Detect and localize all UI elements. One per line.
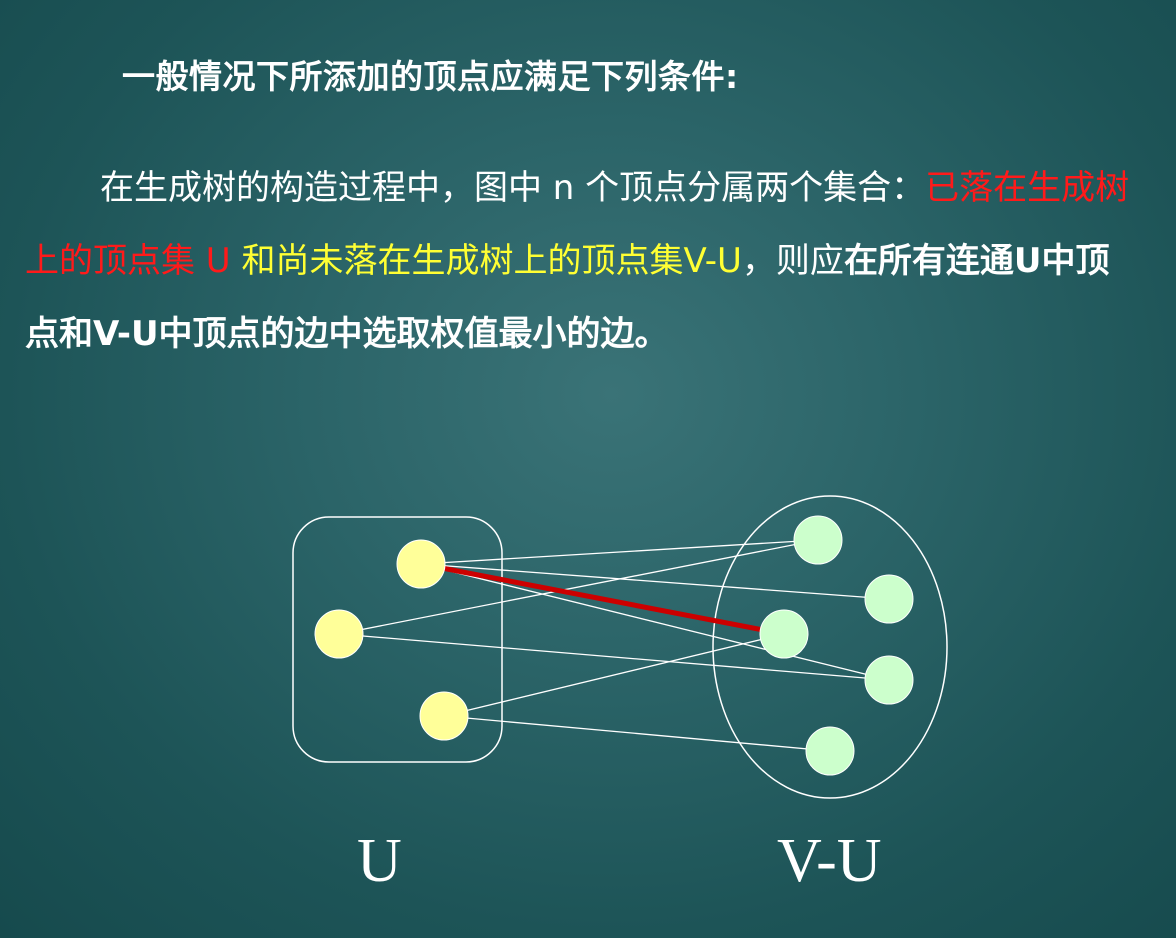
text-part-red: 已落在生成树上的顶点集 U xyxy=(25,168,1130,281)
edge-u3-v3 xyxy=(443,633,785,717)
nodes-layer xyxy=(314,515,914,776)
set-u-box xyxy=(292,516,503,763)
text-part-bold: 在所有连通U中顶点和V-U中顶点的边中选取权值最小的边。 xyxy=(25,241,1110,354)
set-vu-ellipse xyxy=(712,495,948,799)
vertex-u-u3 xyxy=(419,691,469,741)
vertex-vu-v4 xyxy=(864,655,914,705)
vertex-u-u2 xyxy=(314,609,364,659)
set-u-label: U xyxy=(357,827,402,895)
edge-u1-v4 xyxy=(420,563,890,681)
heading: 一般情况下所添加的顶点应满足下列条件: xyxy=(122,57,739,96)
min-weight-edge xyxy=(420,561,785,637)
vertex-vu-v5 xyxy=(805,726,855,776)
description-paragraph: 在生成树的构造过程中，图中 n 个顶点分属两个集合：已落在生成树上的顶点集 U … xyxy=(25,152,1135,371)
edge-u2-v1 xyxy=(338,539,819,635)
edges-layer xyxy=(338,539,890,752)
vertex-vu-v3 xyxy=(759,609,809,659)
vertex-u-u1 xyxy=(396,539,446,589)
edge-u2-v4 xyxy=(338,633,890,681)
text-part-yellow: 和尚未落在生成树上的顶点集V-U xyxy=(241,241,742,281)
set-vu-label: V-U xyxy=(777,827,882,895)
vertex-vu-v1 xyxy=(793,515,843,565)
edge-u3-v5 xyxy=(443,715,831,752)
edge-u1-v1 xyxy=(420,539,819,565)
text-part-white: 在生成树的构造过程中，图中 n 个顶点分属两个集合： xyxy=(100,168,926,208)
text-part-white-2: ，则应 xyxy=(741,241,844,281)
vertex-vu-v2 xyxy=(864,574,914,624)
edge-u1-v2 xyxy=(420,563,890,600)
